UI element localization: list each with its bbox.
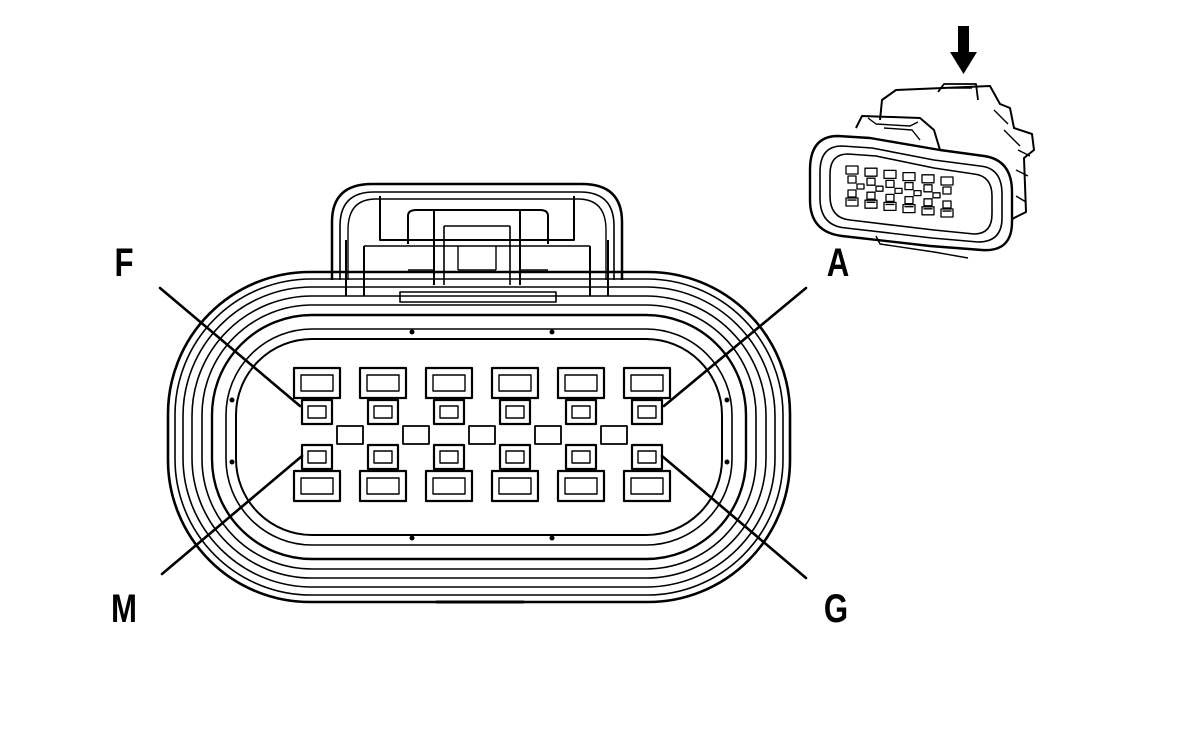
cavity-small-top-inner <box>572 406 590 418</box>
cavity-large-bottom-inner <box>301 478 333 494</box>
cavity-large-top-inner <box>367 375 399 391</box>
cavity-large-bottom-inner <box>367 478 399 494</box>
cavity-small-bottom <box>302 445 332 469</box>
pin-label-g: G <box>824 586 848 631</box>
cavity-small-bottom-inner <box>374 451 392 463</box>
cavity-small-bottom <box>500 445 530 469</box>
pin-label-f: F <box>114 240 133 285</box>
cavity-small-bottom-inner <box>506 451 524 463</box>
pin-label-a: A <box>827 240 850 285</box>
connector-shell <box>168 272 790 602</box>
cavity-small-top <box>302 400 332 424</box>
cavity-small-top-inner <box>374 406 392 418</box>
cavity-small-bottom <box>368 445 398 469</box>
connector-thumbnail <box>810 26 1034 258</box>
cavity-large-bottom-inner <box>499 478 531 494</box>
leader-line-m <box>162 456 302 574</box>
cavity-small-bottom <box>632 445 662 469</box>
key-pad <box>601 426 627 444</box>
key-pad <box>535 426 561 444</box>
cavity-small-bottom <box>566 445 596 469</box>
cavity-large-bottom-inner <box>631 478 663 494</box>
cavity-small-top <box>434 400 464 424</box>
cavity-small-top-inner <box>440 406 458 418</box>
cavity-small-bottom-inner <box>638 451 656 463</box>
cavity-small-bottom-inner <box>440 451 458 463</box>
cavity-small-top <box>500 400 530 424</box>
key-pad <box>469 426 495 444</box>
cavity-small-top-inner <box>506 406 524 418</box>
cavity-large-bottom-inner <box>433 478 465 494</box>
cavity-small-top <box>566 400 596 424</box>
cavity-large-top-inner <box>631 375 663 391</box>
detent-dots <box>230 330 730 541</box>
cavity-large-top-inner <box>301 375 333 391</box>
cavity-large-bottom-inner <box>565 478 597 494</box>
key-pad <box>337 426 363 444</box>
cavity-small-top-inner <box>638 406 656 418</box>
down-arrow-icon <box>950 26 977 74</box>
cavity-small-top <box>368 400 398 424</box>
cavity-small-bottom-inner <box>572 451 590 463</box>
terminal-cavities <box>294 368 670 501</box>
latch-housing <box>332 184 622 302</box>
cavity-small-top-inner <box>308 406 326 418</box>
cavity-large-top-inner <box>565 375 597 391</box>
cavity-large-top-inner <box>499 375 531 391</box>
cavity-small-bottom <box>434 445 464 469</box>
cavity-large-top-inner <box>433 375 465 391</box>
key-pad <box>403 426 429 444</box>
cavity-small-top <box>632 400 662 424</box>
pin-label-m: M <box>111 586 137 631</box>
leader-line-a <box>664 288 806 406</box>
leader-line-g <box>662 456 806 578</box>
cavity-small-bottom-inner <box>308 451 326 463</box>
